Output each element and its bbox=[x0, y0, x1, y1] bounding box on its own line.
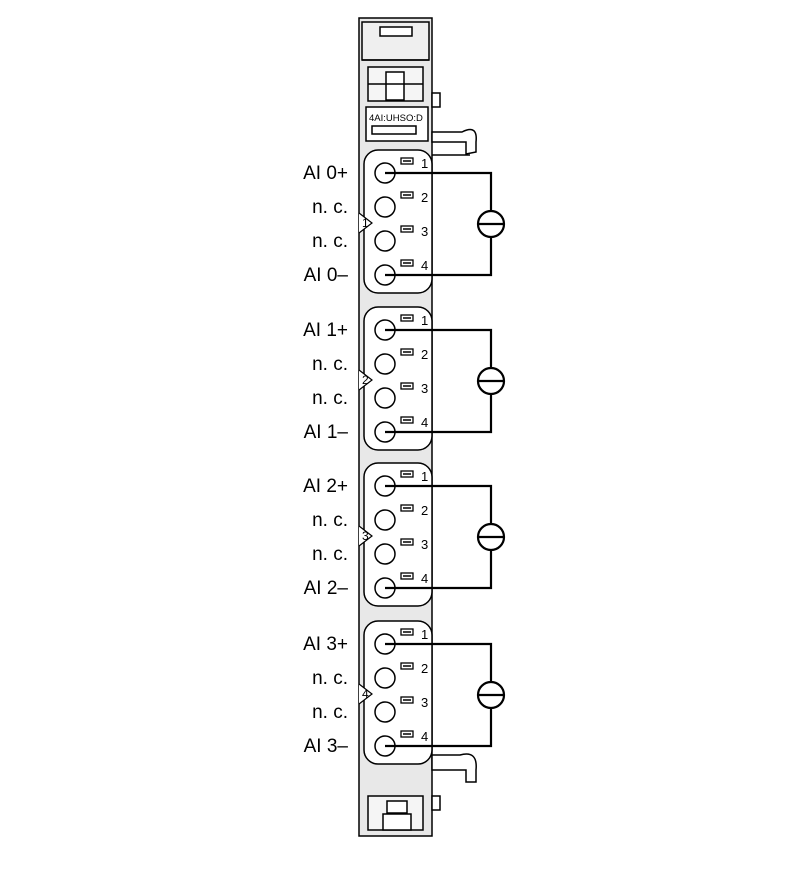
terminal-label: n. c. bbox=[312, 668, 348, 689]
pin-number: 2 bbox=[421, 503, 428, 518]
mounting-clip-upper bbox=[431, 128, 477, 155]
terminal-group-4: 4 1 AI 3+ 2 n. c. 3 n. c. 4 AI 3– bbox=[303, 620, 506, 765]
pin-number: 4 bbox=[421, 415, 428, 430]
terminal-label: n. c. bbox=[312, 702, 348, 723]
terminal-label: AI 0+ bbox=[303, 163, 348, 184]
terminal-group-1: 1 1 AI 0+ 2 n. c. 3 n. c. 4 AI 0– bbox=[303, 149, 506, 294]
pin-number: 1 bbox=[421, 313, 428, 328]
pin-number: 3 bbox=[421, 695, 428, 710]
terminal-label: AI 1– bbox=[304, 422, 349, 443]
part-number-label: 4AI:UHSO:D bbox=[369, 113, 423, 124]
pin-number: 2 bbox=[421, 190, 428, 205]
sensor-wiring bbox=[385, 642, 493, 748]
terminal-hole[interactable] bbox=[374, 230, 396, 252]
group-number: 1 bbox=[362, 216, 369, 230]
group-marker bbox=[358, 369, 373, 391]
terminal-label: AI 2– bbox=[304, 578, 349, 599]
pin-number: 1 bbox=[421, 469, 428, 484]
terminal-label: AI 0– bbox=[304, 265, 349, 286]
terminal-label: n. c. bbox=[312, 510, 348, 531]
terminal-hole[interactable] bbox=[374, 196, 396, 218]
terminal-label: n. c. bbox=[312, 354, 348, 375]
pin-number: 4 bbox=[421, 258, 428, 273]
group-number: 4 bbox=[362, 687, 369, 701]
terminal-group-2: 2 1 AI 1+ 2 n. c. 3 n. c. 4 AI 1– bbox=[303, 306, 506, 451]
part-number-plate bbox=[365, 106, 429, 142]
pin-number: 3 bbox=[421, 381, 428, 396]
terminal-hole[interactable] bbox=[374, 387, 396, 409]
terminal-hole[interactable] bbox=[374, 353, 396, 375]
terminal-label: n. c. bbox=[312, 388, 348, 409]
pin-number: 4 bbox=[421, 571, 428, 586]
terminal-label: AI 1+ bbox=[303, 320, 348, 341]
sensor-wiring bbox=[385, 171, 493, 277]
sensor-wiring bbox=[385, 484, 493, 590]
pin-number: 3 bbox=[421, 537, 428, 552]
pin-number: 2 bbox=[421, 347, 428, 362]
group-marker bbox=[358, 683, 373, 705]
group-marker bbox=[358, 525, 373, 547]
terminal-hole[interactable] bbox=[374, 667, 396, 689]
group-marker bbox=[358, 212, 373, 234]
sensor-wiring bbox=[385, 328, 493, 434]
terminal-label: AI 3+ bbox=[303, 634, 348, 655]
pin-number: 2 bbox=[421, 661, 428, 676]
group-number: 3 bbox=[362, 529, 369, 543]
terminal-hole[interactable] bbox=[374, 543, 396, 565]
terminal-label: AI 3– bbox=[304, 736, 349, 757]
group-number: 2 bbox=[362, 373, 369, 387]
pin-number: 1 bbox=[421, 627, 428, 642]
terminal-group-3: 3 1 AI 2+ 2 n. c. 3 n. c. 4 AI 2– bbox=[303, 462, 506, 607]
terminal-hole[interactable] bbox=[374, 509, 396, 531]
terminal-label: n. c. bbox=[312, 544, 348, 565]
mounting-clip-lower bbox=[431, 753, 477, 783]
terminal-label: AI 2+ bbox=[303, 476, 348, 497]
terminal-label: n. c. bbox=[312, 197, 348, 218]
terminal-hole[interactable] bbox=[374, 701, 396, 723]
pin-number: 4 bbox=[421, 729, 428, 744]
terminal-label: n. c. bbox=[312, 231, 348, 252]
pin-number: 1 bbox=[421, 156, 428, 171]
pin-number: 3 bbox=[421, 224, 428, 239]
